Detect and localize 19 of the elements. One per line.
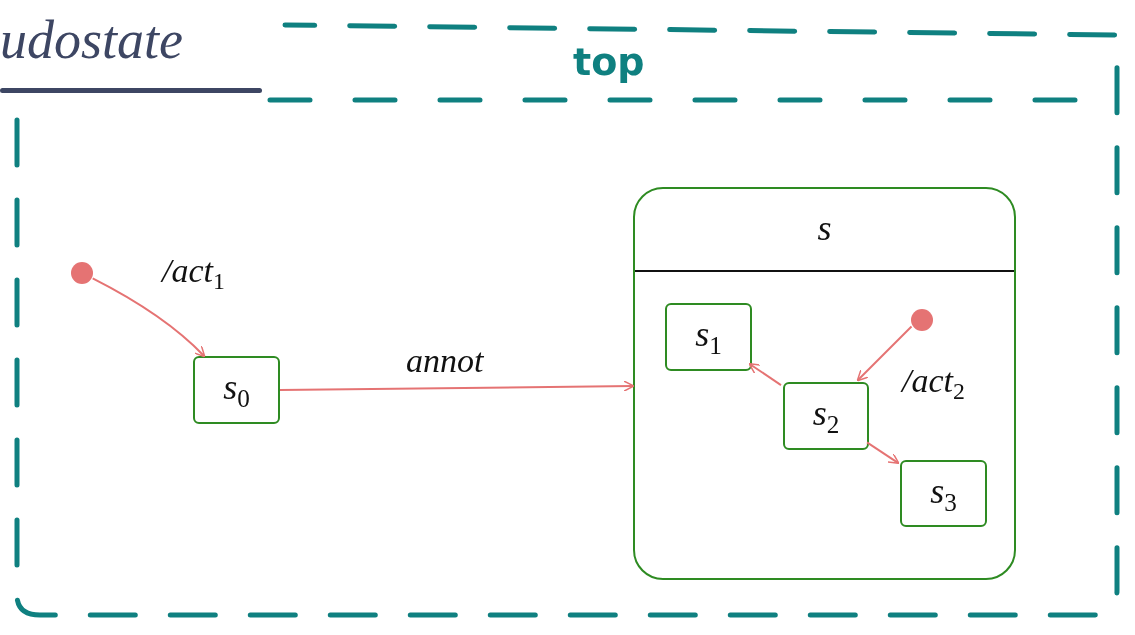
state-box — [193, 356, 280, 424]
state-box — [783, 382, 869, 450]
composite-state — [633, 187, 1016, 580]
initial-state-dot — [911, 309, 933, 331]
state-name: s — [816, 207, 833, 250]
transition-arrow — [866, 441, 900, 465]
handwritten-label: top — [573, 43, 645, 81]
state-box — [665, 303, 752, 371]
state-name: s$_{1}$ — [695, 316, 722, 358]
initial-state-dot — [71, 262, 93, 284]
transition-arrow — [279, 380, 635, 392]
state-name: s$_{3}$ — [930, 472, 957, 515]
state-name: s$_{2}$ — [812, 395, 840, 437]
state-box — [900, 460, 987, 527]
transition-arrow — [748, 362, 782, 387]
diagram-title: udostate — [0, 9, 183, 72]
transition-arrow — [856, 325, 913, 382]
state-name: s$_{0}$ — [223, 369, 250, 411]
transition-arrow — [91, 277, 206, 358]
